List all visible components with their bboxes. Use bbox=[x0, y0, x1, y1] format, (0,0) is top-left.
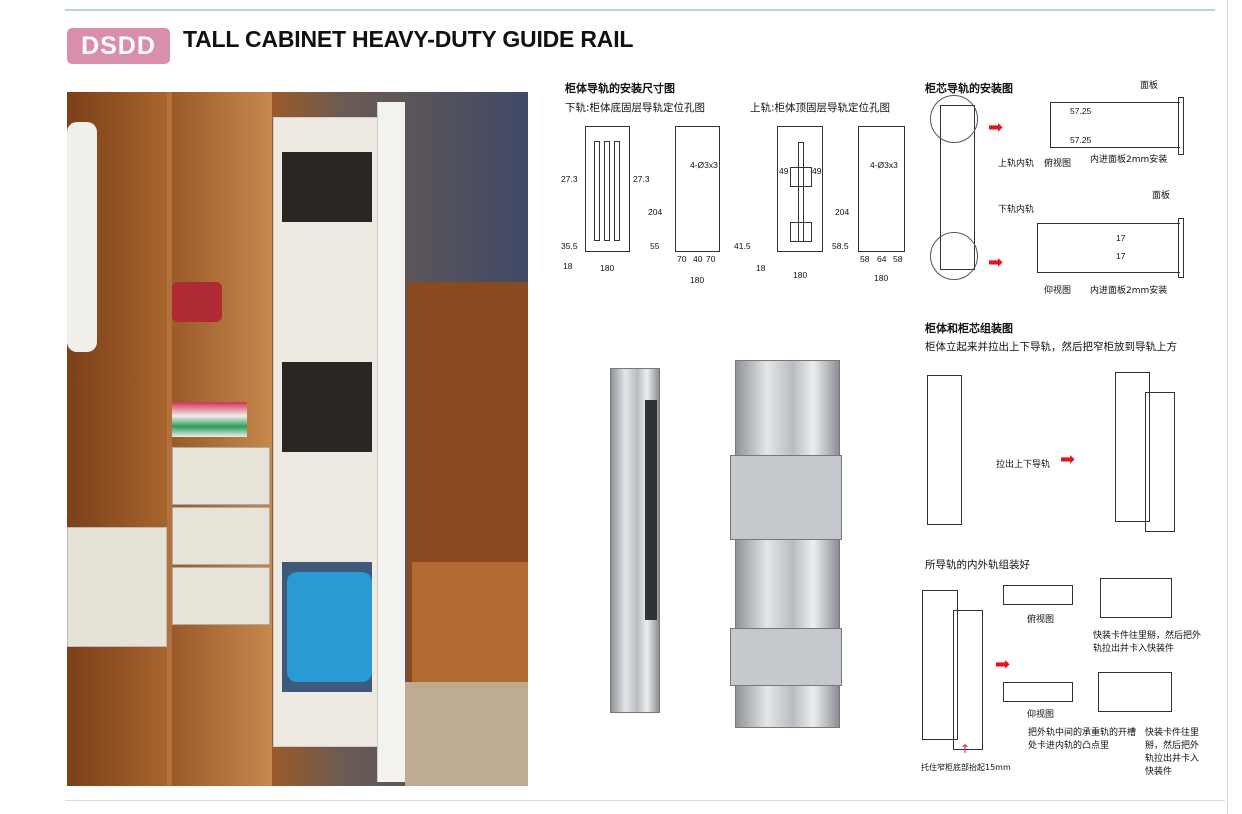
label: 面板 bbox=[1152, 191, 1171, 201]
label: 仰视图 bbox=[1027, 710, 1055, 720]
label: 上轨内轨 bbox=[998, 159, 1035, 169]
dim-label: 17 bbox=[1116, 233, 1126, 243]
arrow-icon: ➡ bbox=[988, 252, 1004, 273]
cabinet-sketch bbox=[922, 590, 958, 740]
dim-label: 70 bbox=[677, 254, 687, 264]
dim-label: 35.5 bbox=[561, 241, 578, 251]
top-view-drawing bbox=[1050, 102, 1180, 148]
bottom-rail-subtitle: 下轨:柜体底固层导轨定位孔图 bbox=[565, 102, 706, 114]
dim-label: 58 bbox=[893, 254, 903, 264]
dim-label: 4-Ø3x3 bbox=[690, 160, 718, 170]
rail-front-bracket bbox=[730, 455, 842, 540]
arrow-icon: ➡ bbox=[1060, 449, 1076, 470]
dim-label: 204 bbox=[648, 207, 663, 217]
assembly-title: 柜体和柜芯组装图 bbox=[925, 322, 1013, 335]
rail-detail bbox=[1100, 578, 1172, 618]
rail-side-slide bbox=[645, 400, 657, 620]
dim-label: 180 bbox=[793, 270, 808, 280]
dim-label: 180 bbox=[600, 263, 615, 273]
rail-detail bbox=[1098, 672, 1172, 712]
dim-label: 180 bbox=[874, 273, 889, 283]
detail-circle bbox=[930, 232, 978, 280]
label: 内进面板2mm安装 bbox=[1090, 155, 1168, 165]
note: 把外轨中间的承重轨的开槽处卡进内轨的凸点里 bbox=[1028, 728, 1137, 751]
cabinet-sketch bbox=[927, 375, 962, 525]
dim-label: 70 bbox=[706, 254, 716, 264]
bottom-rule bbox=[65, 800, 1225, 801]
label: 拉出上下导轨 bbox=[996, 460, 1051, 470]
rails-assembled-title: 所导轨的内外轨组装好 bbox=[925, 559, 1030, 571]
dim-label: 58 bbox=[860, 254, 870, 264]
brand-logo: DSDD bbox=[67, 28, 170, 64]
cabinet-core-sketch bbox=[953, 610, 983, 750]
rail-bottom-view bbox=[1003, 682, 1073, 702]
top-rail-subtitle: 上轨:柜体顶固层导轨定位孔图 bbox=[750, 102, 891, 114]
dim-label: 17 bbox=[1116, 251, 1126, 261]
arrow-up-icon: ↑ bbox=[960, 742, 971, 756]
dim-label: 64 bbox=[877, 254, 887, 264]
core-install-title: 柜芯导轨的安装图 bbox=[925, 82, 1013, 95]
dim-label: 57.25 bbox=[1070, 135, 1092, 145]
dim-label: 40 bbox=[693, 254, 703, 264]
panel-board bbox=[1178, 218, 1184, 278]
cabinet-core-sketch bbox=[1145, 392, 1175, 532]
label: 下轨内轨 bbox=[998, 205, 1035, 215]
label: 俯视图 bbox=[1044, 159, 1072, 169]
rail-top-view bbox=[1003, 585, 1073, 605]
dim-label: 204 bbox=[835, 207, 850, 217]
arrow-icon: ➡ bbox=[988, 117, 1004, 138]
dim-label: 57.25 bbox=[1070, 106, 1092, 116]
note: 快装卡件往里掰，然后把外轨拉出并卡入快装件 bbox=[1145, 728, 1200, 777]
bottom-rail-plan bbox=[585, 126, 630, 252]
dim-label: 49 bbox=[812, 166, 822, 176]
dim-label: 180 bbox=[690, 275, 705, 285]
cabinet-sketch bbox=[1115, 372, 1150, 522]
dim-label: 49 bbox=[779, 166, 789, 176]
label: 内进面板2mm安装 bbox=[1090, 286, 1168, 296]
arrow-icon: ➡ bbox=[995, 654, 1011, 675]
dim-label: 27.3 bbox=[561, 174, 578, 184]
dim-label: 18 bbox=[563, 261, 573, 271]
dim-label: 55 bbox=[650, 241, 660, 251]
product-photo bbox=[67, 92, 528, 786]
label: 面板 bbox=[1140, 81, 1159, 91]
dim-label: 41.5 bbox=[734, 241, 751, 251]
top-rail-plan bbox=[777, 126, 823, 252]
dimensions-title: 柜体导轨的安装尺寸图 bbox=[565, 82, 675, 95]
rail-front-bracket bbox=[730, 628, 842, 686]
panel-board bbox=[1178, 97, 1184, 155]
detail-circle bbox=[930, 95, 978, 143]
top-rule bbox=[65, 9, 1215, 11]
assembly-subtitle: 柜体立起来并拉出上下导轨，然后把窄柜放到导轨上方 bbox=[925, 341, 1177, 353]
right-rule bbox=[1227, 0, 1228, 814]
dim-label: 4-Ø3x3 bbox=[870, 160, 898, 170]
page-title: TALL CABINET HEAVY-DUTY GUIDE RAIL bbox=[183, 26, 634, 52]
dim-label: 18 bbox=[756, 263, 766, 273]
note: 托住窄柜底部抬起15mm bbox=[921, 763, 1011, 772]
label: 仰视图 bbox=[1044, 286, 1072, 296]
dim-label: 58.5 bbox=[832, 241, 849, 251]
dim-label: 27.3 bbox=[633, 174, 650, 184]
bottom-view-drawing bbox=[1037, 223, 1180, 273]
top-rail-holes bbox=[858, 126, 905, 252]
label: 俯视图 bbox=[1027, 615, 1055, 625]
bottom-rail-holes bbox=[675, 126, 720, 252]
note: 快装卡件往里掰，然后把外轨拉出并卡入快装件 bbox=[1093, 631, 1202, 654]
